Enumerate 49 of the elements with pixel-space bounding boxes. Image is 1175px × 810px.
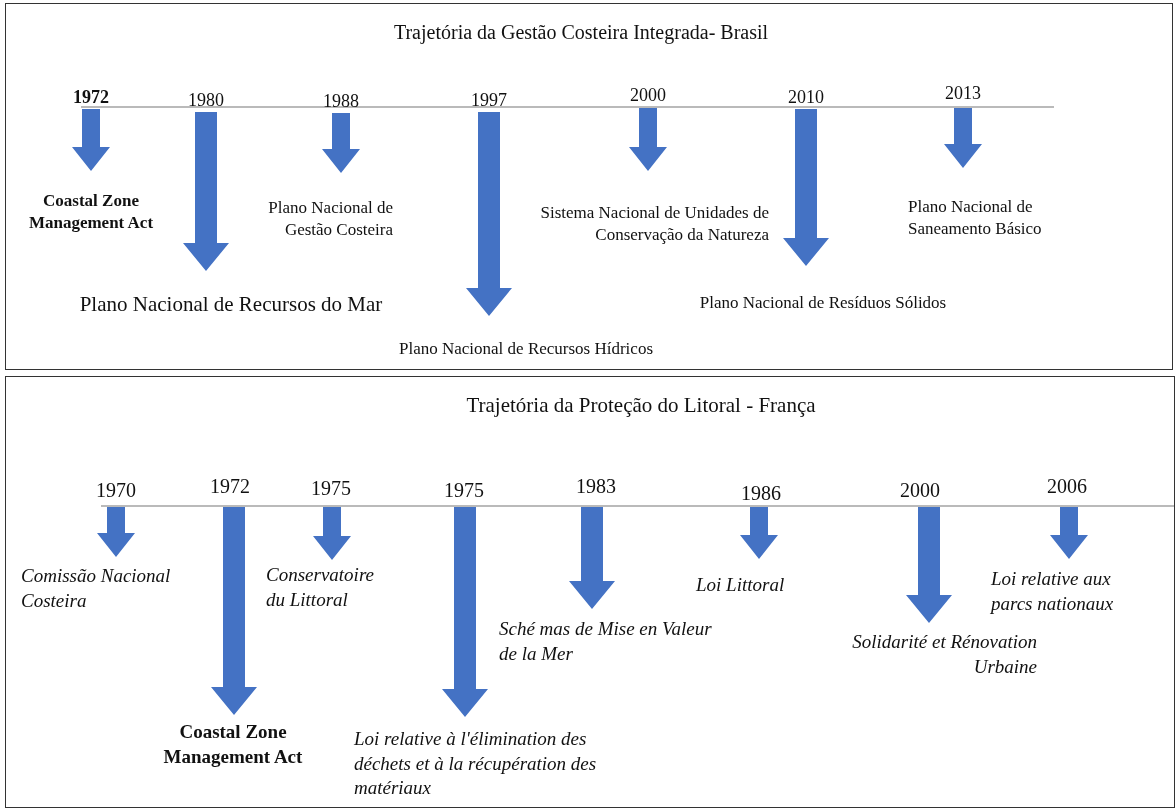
year-label: 2010: [771, 86, 841, 110]
block-arrow: [97, 507, 135, 557]
event-label: Sché mas de Mise en Valeur de la Mer: [499, 617, 714, 667]
event-label: Plano Nacional de Gestão Costeira: [248, 197, 393, 242]
year-label: 1983: [561, 473, 631, 499]
year-label: 2013: [928, 82, 998, 106]
event-label: Plano Nacional de Recursos do Mar: [61, 291, 401, 319]
event-label: Conservatoire du Littoral: [266, 563, 396, 613]
year-label: 1986: [726, 480, 796, 506]
year-label: 1975: [296, 475, 366, 501]
block-arrow: [783, 109, 829, 266]
block-arrow: [322, 113, 360, 173]
block-arrow: [442, 507, 488, 717]
year-label: 1975: [429, 477, 499, 503]
block-arrow: [466, 112, 512, 316]
year-label: 1970: [81, 477, 151, 503]
event-label: Plano Nacional de Saneamento Básico: [908, 196, 1053, 241]
timeline-panel: [5, 376, 1175, 808]
event-label: Coastal Zone Management Act: [138, 720, 328, 770]
event-label: Loi Littoral: [696, 573, 816, 598]
timeline-panel: [5, 3, 1173, 370]
event-label: Plano Nacional de Resíduos Sólidos: [673, 292, 973, 315]
block-arrow: [906, 507, 952, 623]
event-label: Solidarité et Rénovation Urbaine: [815, 630, 1037, 680]
event-label: Plano Nacional de Recursos Hídricos: [366, 338, 686, 361]
panel-title: Trajetória da Gestão Costeira Integrada- Brasil: [393, 20, 769, 45]
year-label: 2000: [613, 84, 683, 108]
block-arrow: [944, 108, 982, 168]
block-arrow: [72, 109, 110, 171]
block-arrow: [569, 507, 615, 609]
year-label: 1997: [454, 89, 524, 113]
year-label: 1972: [195, 473, 265, 499]
block-arrow: [629, 108, 667, 171]
year-label: 2006: [1032, 473, 1102, 499]
block-arrow: [183, 112, 229, 271]
year-label: 1980: [171, 89, 241, 113]
block-arrow: [211, 507, 257, 715]
panel-title: Trajetória da Proteção do Litoral - França: [466, 392, 816, 419]
block-arrow: [740, 507, 778, 559]
event-label: Comissão Nacional Costeira: [21, 564, 206, 614]
year-label: 1988: [306, 90, 376, 114]
event-label: Coastal Zone Management Act: [16, 190, 166, 235]
block-arrow: [1050, 507, 1088, 559]
year-label: 1972: [56, 86, 126, 110]
event-label: Sistema Nacional de Unidades de Conservação da Natureza: [537, 202, 769, 247]
block-arrow: [313, 507, 351, 560]
event-label: Loi relative à l'élimination des déchets et à la récupération des matériaux: [354, 727, 604, 802]
year-label: 2000: [885, 477, 955, 503]
event-label: Loi relative aux parcs nationaux: [991, 567, 1141, 617]
